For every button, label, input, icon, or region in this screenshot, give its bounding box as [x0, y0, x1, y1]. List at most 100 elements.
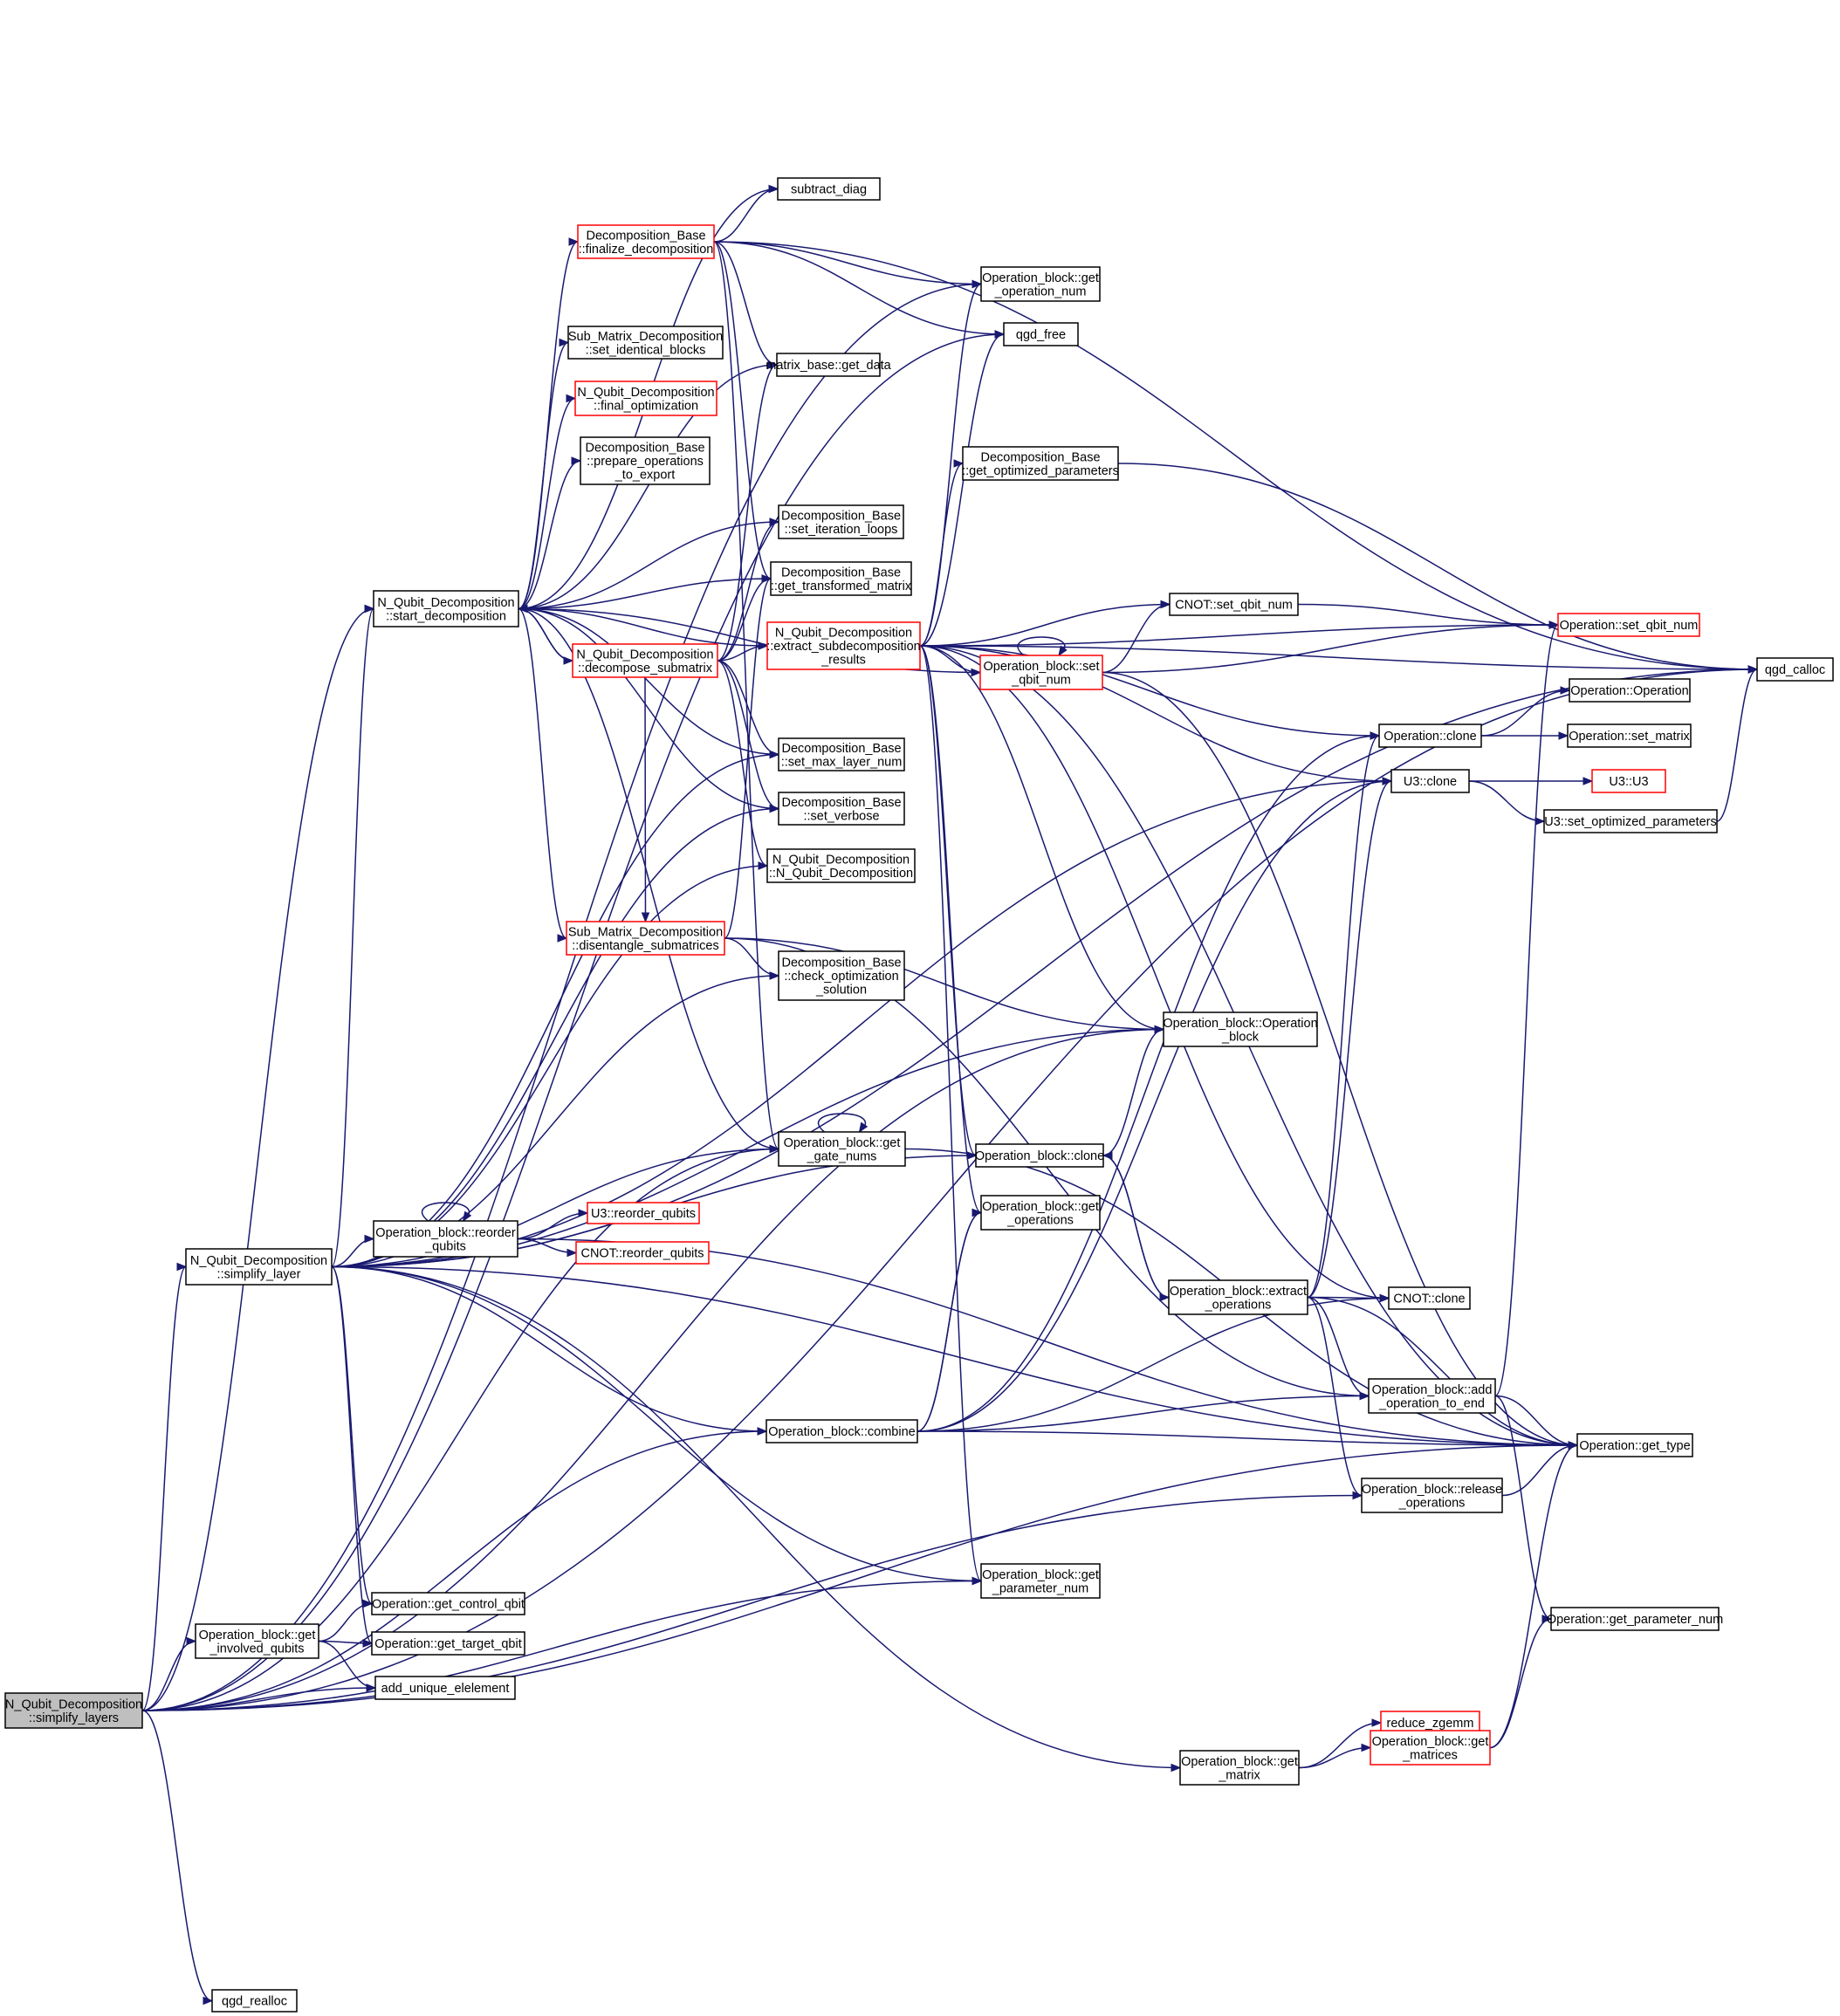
node-addunique[interactable]: add_unique_elelement: [374, 1676, 516, 1700]
edge-line: [518, 578, 772, 610]
edge-simplify-to-setmaxlayer: [331, 750, 780, 1268]
node-combine[interactable]: Operation_block::combine: [766, 1419, 918, 1443]
edge-line: [919, 645, 1758, 670]
node-label: Decomposition_Base: [781, 566, 901, 579]
edge-root-to-releaseops: [141, 1491, 1363, 1711]
edge-disentangle-to-checkopt: [724, 937, 780, 980]
node-identical[interactable]: Sub_Matrix_Decomposition::set_identical_…: [567, 326, 724, 360]
edge-line: [141, 669, 1758, 1711]
node-box: [980, 1563, 1101, 1599]
node-gettype[interactable]: Operation::get_type: [1576, 1433, 1693, 1457]
edge-decsub-to-setmaxlayer: [717, 660, 780, 759]
edge-arrowhead: [971, 1576, 983, 1586]
edge-line: [1102, 1155, 1170, 1299]
node-nqctor[interactable]: N_Qubit_Decomposition::N_Qubit_Decomposi…: [766, 848, 916, 883]
node-finalize[interactable]: Decomposition_Base::finalize_decompositi…: [577, 224, 715, 259]
node-getoptparams[interactable]: Decomposition_Base::get_optimized_parame…: [962, 446, 1119, 481]
node-qgdfree[interactable]: qgd_free: [1003, 322, 1079, 346]
edge-line: [1307, 780, 1392, 1299]
node-checkopt[interactable]: Decomposition_Base::check_optimization_s…: [778, 950, 905, 1001]
node-prepare[interactable]: Decomposition_Base::prepare_operations_t…: [580, 436, 711, 485]
node-u3clone[interactable]: U3::clone: [1390, 769, 1470, 793]
edge-line: [1494, 624, 1559, 1397]
edge-simplify-to-setverbose: [331, 804, 780, 1268]
node-opsetqbit[interactable]: Operation::set_qbit_num: [1557, 613, 1700, 637]
node-opctor[interactable]: Operation::Operation: [1569, 678, 1691, 703]
node-label: Operation::Operation: [1570, 684, 1688, 698]
node-getopnum[interactable]: Operation_block::get_operation_num: [980, 266, 1101, 302]
node-subdiag[interactable]: subtract_diag: [777, 177, 881, 201]
node-getgatenums[interactable]: Operation_block::get_gate_nums: [778, 1131, 906, 1167]
node-root[interactable]: N_Qubit_Decomposition::simplify_layers: [4, 1692, 143, 1729]
node-tgtqbit[interactable]: Operation::get_target_qbit: [371, 1631, 525, 1656]
node-extractops[interactable]: Operation_block::extract_operations: [1168, 1279, 1308, 1315]
node-u3ctor[interactable]: U3::U3: [1591, 769, 1666, 793]
node-realloc[interactable]: qgd_realloc: [211, 1989, 298, 2013]
node-opclone[interactable]: Operation::clone: [1378, 723, 1482, 748]
node-u3setopt[interactable]: U3::set_optimized_parameters: [1543, 809, 1718, 833]
node-label: Operation_block::clone: [975, 1149, 1104, 1163]
node-setmaxlayer[interactable]: Decomposition_Base::set_max_layer_num: [778, 737, 905, 771]
edge-line: [331, 1265, 767, 1432]
node-ctrlqbit[interactable]: Operation::get_control_qbit: [371, 1592, 525, 1615]
node-box: [373, 1220, 518, 1258]
edge-arrowhead: [568, 237, 580, 246]
edge-finalize-to-getgatenums: [713, 241, 780, 1154]
edge-finalize-to-subdiag: [713, 184, 779, 243]
node-opsetmatrix[interactable]: Operation::set_matrix: [1567, 723, 1692, 748]
edge-arrowhead: [1359, 1391, 1370, 1401]
node-setiter[interactable]: Decomposition_Base::set_iteration_loops: [778, 504, 904, 539]
node-box: [580, 436, 711, 485]
node-opbgetparam[interactable]: Operation_block::get_parameter_num: [980, 1563, 1101, 1599]
node-releaseops[interactable]: Operation_block::release_operations: [1361, 1478, 1503, 1513]
node-opbsetqbit[interactable]: Operation_block::set_qbit_num: [979, 655, 1103, 690]
node-finalopt[interactable]: N_Qubit_Decomposition::final_optimizatio…: [574, 381, 717, 416]
node-u3reorder[interactable]: U3::reorder_qubits: [587, 1202, 700, 1224]
node-box: [195, 1623, 319, 1659]
node-box: [1567, 723, 1692, 748]
node-box: [4, 1692, 143, 1729]
edge-line: [141, 1494, 1363, 1711]
edge-line: [1494, 1395, 1552, 1620]
node-gettrans[interactable]: Decomposition_Base::get_transformed_matr…: [770, 561, 912, 596]
node-calloc[interactable]: qgd_calloc: [1756, 657, 1834, 682]
edge-combine-to-opclone: [917, 731, 1381, 1432]
node-opbgetops[interactable]: Operation_block::get_operations: [980, 1195, 1101, 1231]
edge-arrowhead: [1534, 817, 1546, 826]
edge-arrowhead: [641, 912, 650, 923]
edge-extract-to-opbgetparam: [919, 645, 983, 1586]
node-box: [1370, 1730, 1491, 1766]
node-label: _qubits: [424, 1239, 466, 1253]
node-getdata[interactable]: matrix_base::get_data: [766, 353, 892, 377]
node-disentangle[interactable]: Sub_Matrix_Decomposition::disentangle_su…: [566, 921, 725, 956]
node-addopend[interactable]: Operation_block::add_operation_to_end: [1368, 1378, 1496, 1414]
node-involved[interactable]: Operation_block::get_involved_qubits: [195, 1623, 319, 1659]
node-box: [577, 224, 715, 259]
node-cnotreorder[interactable]: CNOT::reorder_qubits: [575, 1241, 710, 1265]
node-cnotsetqbit[interactable]: CNOT::set_qbit_num: [1169, 593, 1299, 616]
edge-line: [919, 463, 964, 647]
edge-arrowhead: [1747, 665, 1759, 674]
node-label: _solution: [815, 984, 867, 998]
node-simplify[interactable]: N_Qubit_Decomposition::simplify_layer: [185, 1248, 333, 1286]
edge-root-to-calloc: [141, 665, 1759, 1711]
node-cnotclone[interactable]: CNOT::clone: [1388, 1286, 1471, 1310]
edge-disentangle-to-addopend: [724, 937, 1370, 1401]
edge-extract-to-cnotsetqbit: [919, 600, 1171, 647]
edge-decsub-to-startdec: [517, 604, 573, 662]
node-extract[interactable]: N_Qubit_Decomposition::extract_subdecomp…: [766, 621, 921, 670]
node-getmatrices[interactable]: Operation_block::get_matrices: [1370, 1730, 1491, 1766]
node-getmatrix[interactable]: Operation_block::get_matrix: [1179, 1750, 1300, 1786]
edge-line: [331, 780, 1392, 1268]
edge-root-to-simplify: [141, 1262, 188, 1711]
node-getparamnum[interactable]: Operation::get_parameter_num: [1547, 1607, 1723, 1631]
node-decsub[interactable]: N_Qubit_Decomposition::decompose_submatr…: [572, 643, 718, 678]
node-setverbose[interactable]: Decomposition_Base::set_verbose: [778, 792, 905, 826]
node-label: Operation_block::release: [1362, 1483, 1502, 1497]
node-reorder[interactable]: Operation_block::reorder_qubits: [373, 1220, 518, 1258]
edge-line: [141, 1265, 187, 1711]
edge-involved-to-addunique: [318, 1640, 377, 1692]
node-startdec[interactable]: N_Qubit_Decomposition::start_decompositi…: [373, 590, 519, 627]
node-opbclone[interactable]: Operation_block::clone: [975, 1143, 1104, 1168]
node-opbctor[interactable]: Operation_block::Operation_block: [1163, 1011, 1318, 1047]
